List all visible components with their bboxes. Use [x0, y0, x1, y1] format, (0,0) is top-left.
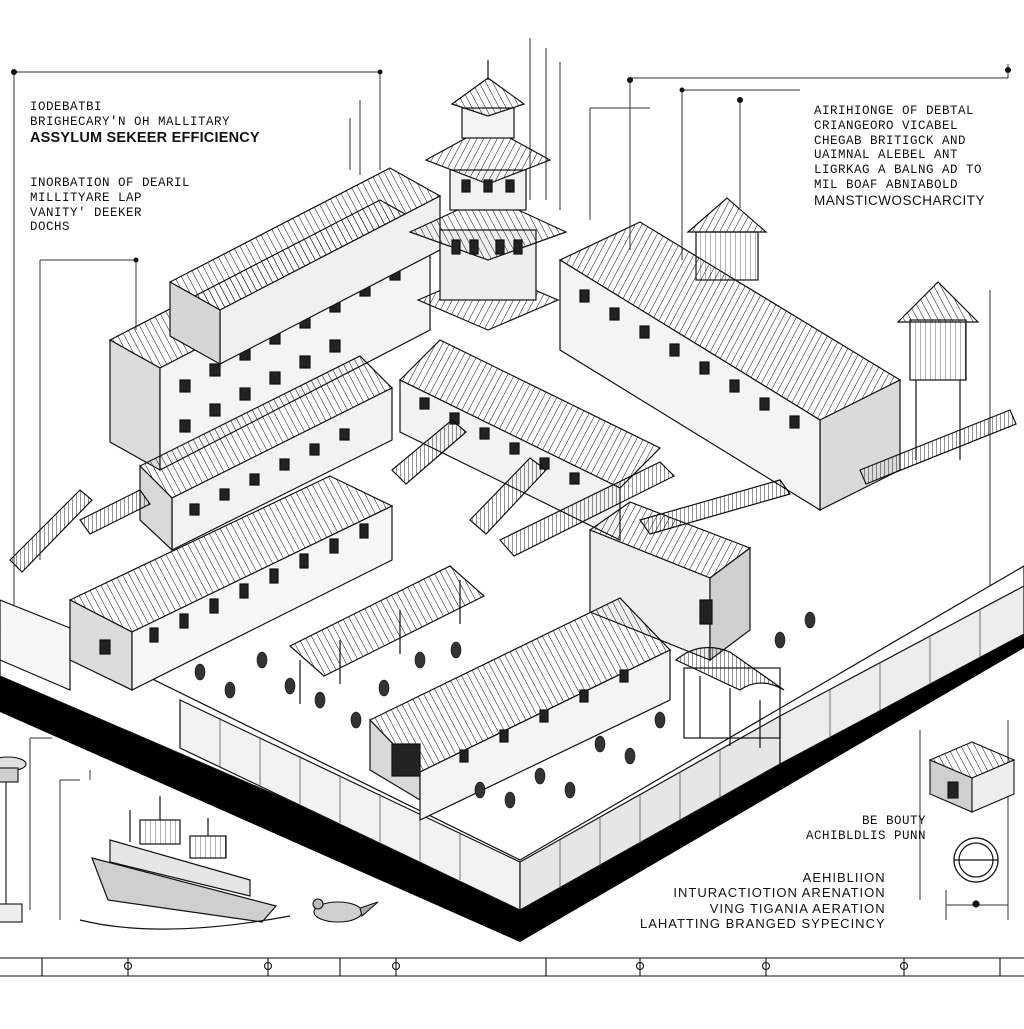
label-line: VANITY' DEEKER — [30, 205, 143, 220]
watchtower-center — [686, 197, 768, 281]
label-line: AIRIHIONGE OF DEBTAL — [814, 104, 975, 118]
label-line: MIL BOAF ABNIABOLD — [814, 177, 959, 192]
label-line: ACHIBLDLIS PUNN — [806, 828, 927, 843]
tall-block — [588, 501, 752, 662]
front-right-barracks — [368, 597, 672, 821]
label-line: LIGRKAG A BALNG AD TO — [814, 163, 983, 177]
front-left-barracks — [68, 475, 394, 691]
walkway-ramps — [9, 409, 1017, 573]
label-top-left-1: IODEBATBI BRIGHECARY'N OH MALLITARY ASSY… — [30, 100, 260, 147]
label-line: MANSTICWOSCHARCITY — [814, 192, 985, 208]
circle-detail-icon — [953, 837, 999, 908]
label-line: BE BOUTY — [862, 814, 927, 828]
label-line: DOCHS — [30, 220, 71, 235]
pagoda-tower-icon — [408, 60, 568, 331]
label-line: MILLITYARE LAP — [30, 190, 143, 205]
label-line: CRIANGEORO VICABEL — [814, 118, 959, 133]
label-line: BRIGHECARY'N OH MALLITARY — [30, 114, 231, 129]
label-bottom-right-2: AEHIBLIION INTURACTIOTION ARENATION VING… — [640, 870, 886, 931]
label-line: CHEGAB BRITIGCK AND — [814, 133, 967, 148]
label-line: INORBATION OF DEARIL — [30, 176, 191, 190]
label-bottom-right-1: BE BOUTY ACHIBLDLIS PUNN — [806, 814, 926, 844]
rear-barracks-right — [558, 221, 902, 512]
naval-ship-icon — [79, 796, 291, 930]
label-line: AEHIBLIION — [802, 870, 886, 885]
small-building-inset-icon — [928, 741, 1016, 813]
bird-icon — [312, 898, 379, 923]
beacon-post-icon — [0, 756, 27, 923]
left-mid-barracks — [138, 355, 394, 552]
label-line: UAIMNAL ALEBEL ANT — [814, 148, 959, 163]
courtyard-shelter — [288, 565, 486, 704]
perimeter-wall — [0, 585, 1024, 912]
label-line: IODEBATBI — [30, 100, 103, 114]
courtyard-figures — [194, 611, 816, 809]
watchtower-right — [896, 281, 980, 460]
leader-markers — [11, 67, 1011, 263]
label-line: LAHATTING BRANGED SYPECINCY — [640, 915, 886, 931]
scale-bar — [0, 957, 1024, 977]
label-line: VING TIGANIA AERATION — [709, 900, 886, 916]
label-top-left-2: INORBATION OF DEARIL MILLITYARE LAP VANI… — [30, 176, 190, 235]
leader-lines — [13, 38, 1009, 920]
label-line: INTURACTIOTION ARENATION — [673, 885, 886, 901]
label-top-right: AIRIHIONGE OF DEBTAL CRIANGEORO VICABEL … — [814, 104, 985, 208]
rear-upper-block — [168, 167, 442, 366]
covered-walkway — [674, 646, 785, 748]
label-line: ASSYLUM SEKEER EFFICIENCY — [30, 129, 260, 146]
